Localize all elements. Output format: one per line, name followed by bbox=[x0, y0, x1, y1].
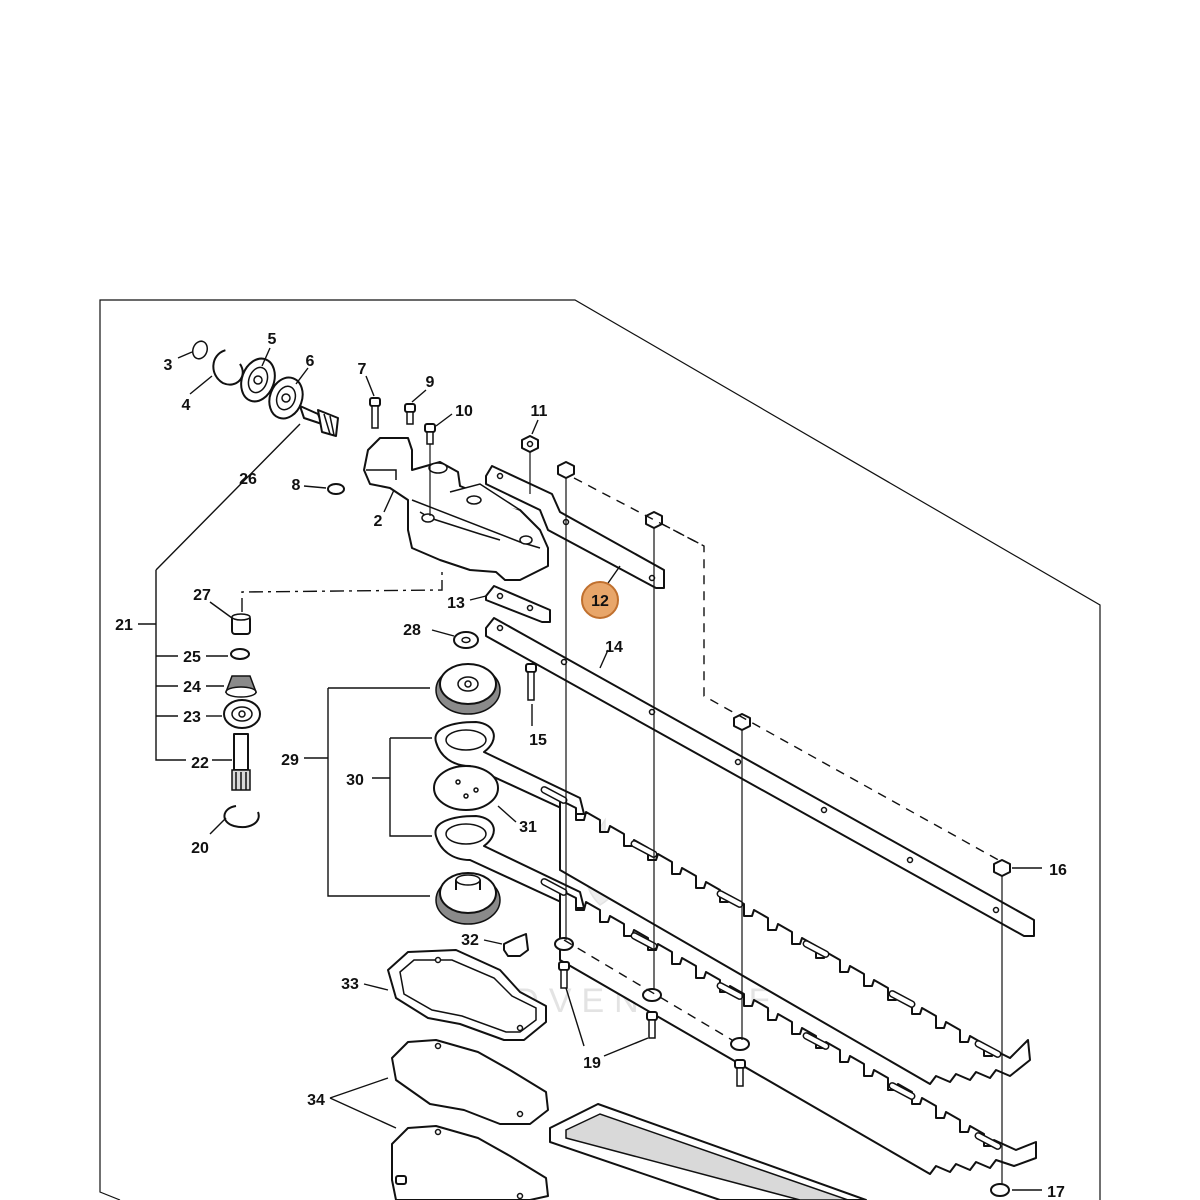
callout-25[interactable]: 25 bbox=[183, 649, 201, 666]
part-31-cam-plate[interactable] bbox=[433, 765, 499, 811]
screw-bottom[interactable] bbox=[395, 1175, 407, 1185]
callout-28[interactable]: 28 bbox=[403, 622, 421, 639]
callout-22[interactable]: 22 bbox=[191, 755, 209, 772]
callout-12-highlight[interactable]: 12 bbox=[581, 581, 619, 619]
part-8-washer[interactable] bbox=[327, 483, 345, 495]
part-15-bolt[interactable] bbox=[525, 663, 537, 701]
cutter-blade-upper[interactable] bbox=[540, 786, 1031, 1085]
bracket-21 bbox=[138, 423, 301, 761]
part-17-washer[interactable] bbox=[990, 1183, 1010, 1197]
bracket-34 bbox=[329, 1077, 397, 1129]
part-28-washer[interactable] bbox=[453, 631, 479, 649]
diagram-frame bbox=[99, 299, 1101, 1200]
blade-guard-rail[interactable] bbox=[549, 1103, 867, 1200]
part-20-circlip[interactable] bbox=[223, 805, 260, 828]
callout-8[interactable]: 8 bbox=[292, 477, 301, 494]
callout-16[interactable]: 16 bbox=[1049, 862, 1067, 879]
callout-20[interactable]: 20 bbox=[191, 840, 209, 857]
callout-2[interactable]: 2 bbox=[374, 513, 383, 530]
washer-a[interactable] bbox=[554, 937, 574, 951]
callout-12: 12 bbox=[591, 593, 609, 610]
callout-23[interactable]: 23 bbox=[183, 709, 201, 726]
part-19-bolt-c[interactable] bbox=[734, 1059, 746, 1087]
callout-30[interactable]: 30 bbox=[346, 772, 364, 789]
callout-33[interactable]: 33 bbox=[341, 976, 359, 993]
part-11-nut[interactable] bbox=[521, 435, 539, 453]
callout-34[interactable]: 34 bbox=[307, 1092, 325, 1109]
part-24-bevel-gear[interactable] bbox=[224, 675, 258, 698]
dashed-line-nut-right bbox=[573, 477, 1003, 863]
part-25-snap-ring[interactable] bbox=[230, 648, 250, 660]
part-9-screw[interactable] bbox=[404, 403, 416, 425]
part-5-bearing[interactable] bbox=[235, 354, 280, 406]
callout-24[interactable]: 24 bbox=[183, 679, 201, 696]
callout-3[interactable]: 3 bbox=[164, 357, 173, 374]
part-22-drive-shaft[interactable] bbox=[231, 733, 251, 791]
callout-6[interactable]: 6 bbox=[306, 353, 315, 370]
part-12-guide-plate[interactable] bbox=[485, 465, 665, 589]
callout-26[interactable]: 26 bbox=[239, 471, 257, 488]
part-4-circlip[interactable] bbox=[211, 348, 245, 387]
part-26-bevel-pinion[interactable] bbox=[299, 405, 339, 437]
washer-b[interactable] bbox=[642, 988, 662, 1002]
dashed-line-27-housing bbox=[241, 568, 443, 612]
part-29-gear-lower[interactable] bbox=[435, 872, 501, 925]
highlight-circle bbox=[581, 581, 619, 619]
callout-9[interactable]: 9 bbox=[426, 374, 435, 391]
part-32-clip[interactable] bbox=[503, 933, 529, 957]
part-6-bearing[interactable] bbox=[264, 373, 308, 423]
dashed-line-nut-mid bbox=[661, 523, 705, 547]
callout-27[interactable]: 27 bbox=[193, 587, 211, 604]
part-34-gasket-lower[interactable] bbox=[391, 1125, 549, 1200]
callout-29[interactable]: 29 bbox=[281, 752, 299, 769]
part-29-gear-upper[interactable] bbox=[435, 663, 501, 715]
callout-32[interactable]: 32 bbox=[461, 932, 479, 949]
callout-21[interactable]: 21 bbox=[115, 617, 133, 634]
callout-31[interactable]: 31 bbox=[519, 819, 537, 836]
hex-nut-a[interactable] bbox=[557, 461, 575, 479]
part-7-screw[interactable] bbox=[369, 397, 381, 429]
part-34-gasket-upper[interactable] bbox=[391, 1039, 549, 1125]
part-10-grease-nipple[interactable] bbox=[424, 423, 436, 445]
callout-10[interactable]: 10 bbox=[455, 403, 473, 420]
callout-15[interactable]: 15 bbox=[529, 732, 547, 749]
callout-5[interactable]: 5 bbox=[268, 331, 277, 348]
callout-11[interactable]: 11 bbox=[531, 403, 548, 420]
callout-7[interactable]: 7 bbox=[358, 361, 367, 378]
callout-17[interactable]: 17 bbox=[1047, 1184, 1065, 1200]
part-14-cover-strip[interactable] bbox=[485, 617, 1035, 937]
callout-19[interactable]: 19 bbox=[583, 1055, 601, 1072]
hex-nut-c[interactable] bbox=[733, 713, 751, 731]
part-3-snap-ring[interactable] bbox=[190, 339, 209, 361]
part-16-nut[interactable] bbox=[993, 859, 1011, 877]
part-13-spacer-plate[interactable] bbox=[485, 585, 551, 623]
part-2-gear-housing[interactable] bbox=[363, 437, 549, 581]
cutter-blade-lower[interactable] bbox=[540, 878, 1037, 1175]
hex-nut-b[interactable] bbox=[645, 511, 663, 529]
part-19-bolt-a[interactable] bbox=[558, 961, 570, 989]
callout-14[interactable]: 14 bbox=[605, 639, 623, 656]
part-33-gasket[interactable] bbox=[387, 949, 547, 1041]
bracket-30 bbox=[372, 737, 432, 837]
part-23-bearing[interactable] bbox=[223, 699, 261, 729]
callout-4[interactable]: 4 bbox=[182, 397, 191, 414]
part-19-bolt-b[interactable] bbox=[646, 1011, 658, 1039]
washer-c[interactable] bbox=[730, 1037, 750, 1051]
bracket-29 bbox=[304, 687, 430, 897]
part-27-sleeve[interactable] bbox=[231, 613, 251, 635]
dashed-line-washer bbox=[563, 939, 733, 1041]
callout-13[interactable]: 13 bbox=[447, 595, 465, 612]
